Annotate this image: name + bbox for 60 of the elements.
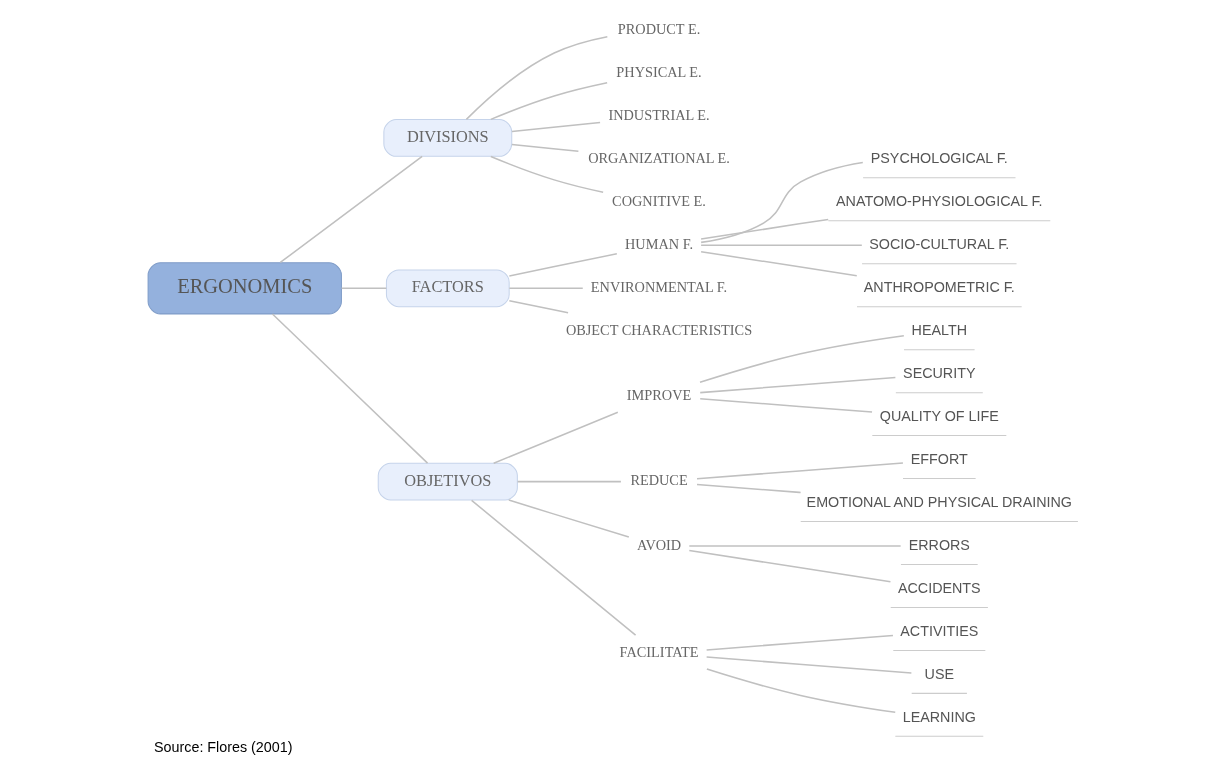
node-text: ACTIVITIES bbox=[899, 622, 978, 639]
node-box: ERGONOMICS bbox=[147, 262, 342, 315]
connector bbox=[492, 411, 619, 464]
node-text: HEALTH bbox=[911, 322, 967, 339]
caption: Source: Flores (2001) bbox=[153, 738, 292, 755]
connector bbox=[698, 376, 896, 394]
connector bbox=[698, 398, 873, 413]
node-text: ANATOMO-PHYSIOLOGICAL F. bbox=[835, 193, 1043, 210]
connector bbox=[340, 287, 387, 290]
node-box: DIVISIONS bbox=[382, 119, 512, 157]
node-box: OBJETIVOS bbox=[377, 462, 518, 501]
node-text: SECURITY bbox=[902, 365, 975, 382]
connector bbox=[510, 143, 579, 152]
connector bbox=[489, 155, 604, 194]
connector bbox=[699, 218, 829, 240]
node-text: INDUSTRIAL E. bbox=[607, 107, 710, 124]
node-text: OBJECT CHARACTERISTICS bbox=[565, 322, 752, 339]
node-box: FACTORS bbox=[385, 269, 510, 308]
node-text: AVOID bbox=[636, 536, 681, 553]
connector bbox=[271, 313, 428, 464]
node-text: IMPROVE bbox=[626, 386, 691, 403]
node-text: ERRORS bbox=[908, 536, 970, 553]
node-text: LEARNING bbox=[902, 708, 976, 725]
node-text: ENVIRONMENTAL F. bbox=[590, 279, 727, 296]
node-text: PSYCHOLOGICAL F. bbox=[870, 150, 1008, 167]
node-text: PHYSICAL E. bbox=[615, 64, 702, 81]
node-text: PRODUCT E. bbox=[617, 21, 700, 38]
connector bbox=[699, 250, 858, 277]
connector bbox=[695, 462, 904, 480]
connector bbox=[705, 668, 896, 714]
connector bbox=[705, 634, 894, 651]
connector bbox=[507, 499, 630, 538]
connector bbox=[516, 480, 622, 483]
node-text: COGNITIVE E. bbox=[611, 193, 706, 210]
node-text: ANTHROPOMETRIC F. bbox=[863, 279, 1015, 296]
connector bbox=[470, 499, 636, 636]
connector bbox=[699, 244, 863, 247]
node-text: EFFORT bbox=[910, 450, 968, 467]
connector bbox=[695, 483, 801, 494]
node-text: SOCIO-CULTURAL F. bbox=[868, 236, 1009, 253]
connector bbox=[508, 253, 618, 277]
connector bbox=[508, 287, 584, 290]
node-text: QUALITY OF LIFE bbox=[879, 407, 999, 424]
connector bbox=[489, 82, 608, 121]
connector bbox=[510, 121, 601, 133]
connector bbox=[705, 656, 912, 674]
connector bbox=[688, 545, 901, 547]
connector bbox=[688, 549, 891, 583]
node-text: REDUCE bbox=[629, 472, 688, 489]
connector bbox=[508, 299, 569, 314]
connector bbox=[279, 155, 423, 264]
connector bbox=[698, 334, 905, 384]
node-text: ACCIDENTS bbox=[897, 579, 981, 596]
node-text: FACILITATE bbox=[619, 644, 698, 661]
connector bbox=[465, 35, 608, 121]
node-text: EMOTIONAL AND PHYSICAL DRAINING bbox=[806, 493, 1072, 510]
node-text: USE bbox=[924, 665, 954, 682]
node-text: HUMAN F. bbox=[624, 236, 693, 253]
connector bbox=[699, 161, 864, 244]
node-text: ORGANIZATIONAL E. bbox=[587, 150, 730, 167]
